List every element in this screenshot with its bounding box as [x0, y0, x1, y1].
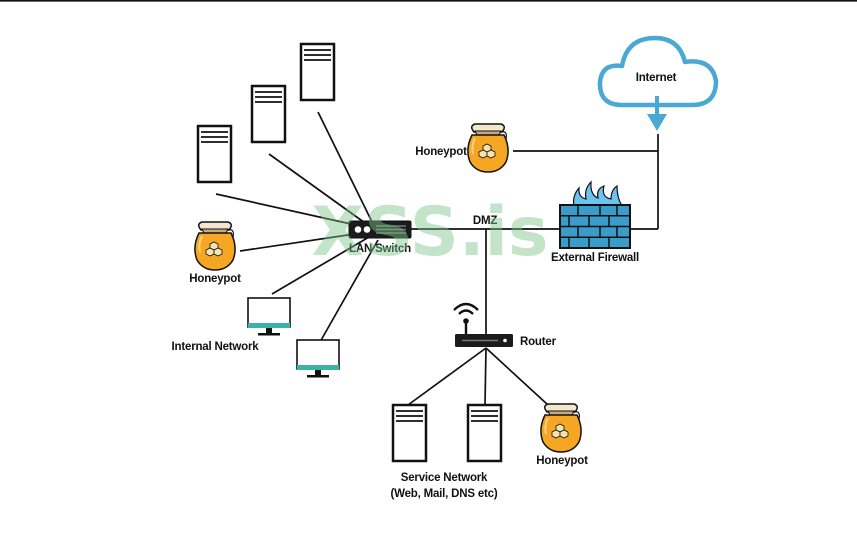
service-network-label: Service Network	[401, 472, 488, 484]
firewall-icon	[559, 180, 631, 249]
internal-workstation-icon	[247, 297, 291, 337]
router-label: Router	[520, 336, 557, 348]
honeypot-left-icon	[193, 221, 237, 271]
honeypot-top-label: Honeypot	[415, 146, 467, 158]
connection-lines	[215, 111, 659, 406]
service-network-sublabel: (Web, Mail, DNS etc)	[391, 488, 498, 500]
cloud-icon	[597, 35, 719, 131]
service-server-icon	[391, 403, 428, 463]
internal-network-label: Internal Network	[172, 341, 260, 353]
honeypot-bottom-icon	[539, 403, 583, 453]
dmz-label: DMZ	[473, 215, 497, 227]
router-icon	[453, 302, 513, 347]
firewall-label: External Firewall	[551, 252, 639, 264]
internal-server-icon	[299, 42, 336, 102]
internal-server-icon	[250, 84, 287, 144]
honeypot-bottom-label: Honeypot	[536, 455, 588, 467]
watermark-text: XSS.is	[312, 193, 549, 272]
internal-workstation-icon	[296, 339, 340, 379]
honeypot-top-icon	[466, 123, 510, 173]
service-server-icon	[466, 403, 503, 463]
lan-switch-icon	[348, 220, 412, 239]
internal-server-icon	[196, 124, 233, 184]
internet-label: Internet	[636, 72, 677, 84]
lan-switch-label: LAN Switch	[349, 243, 411, 255]
honeypot-left-label: Honeypot	[189, 273, 241, 285]
